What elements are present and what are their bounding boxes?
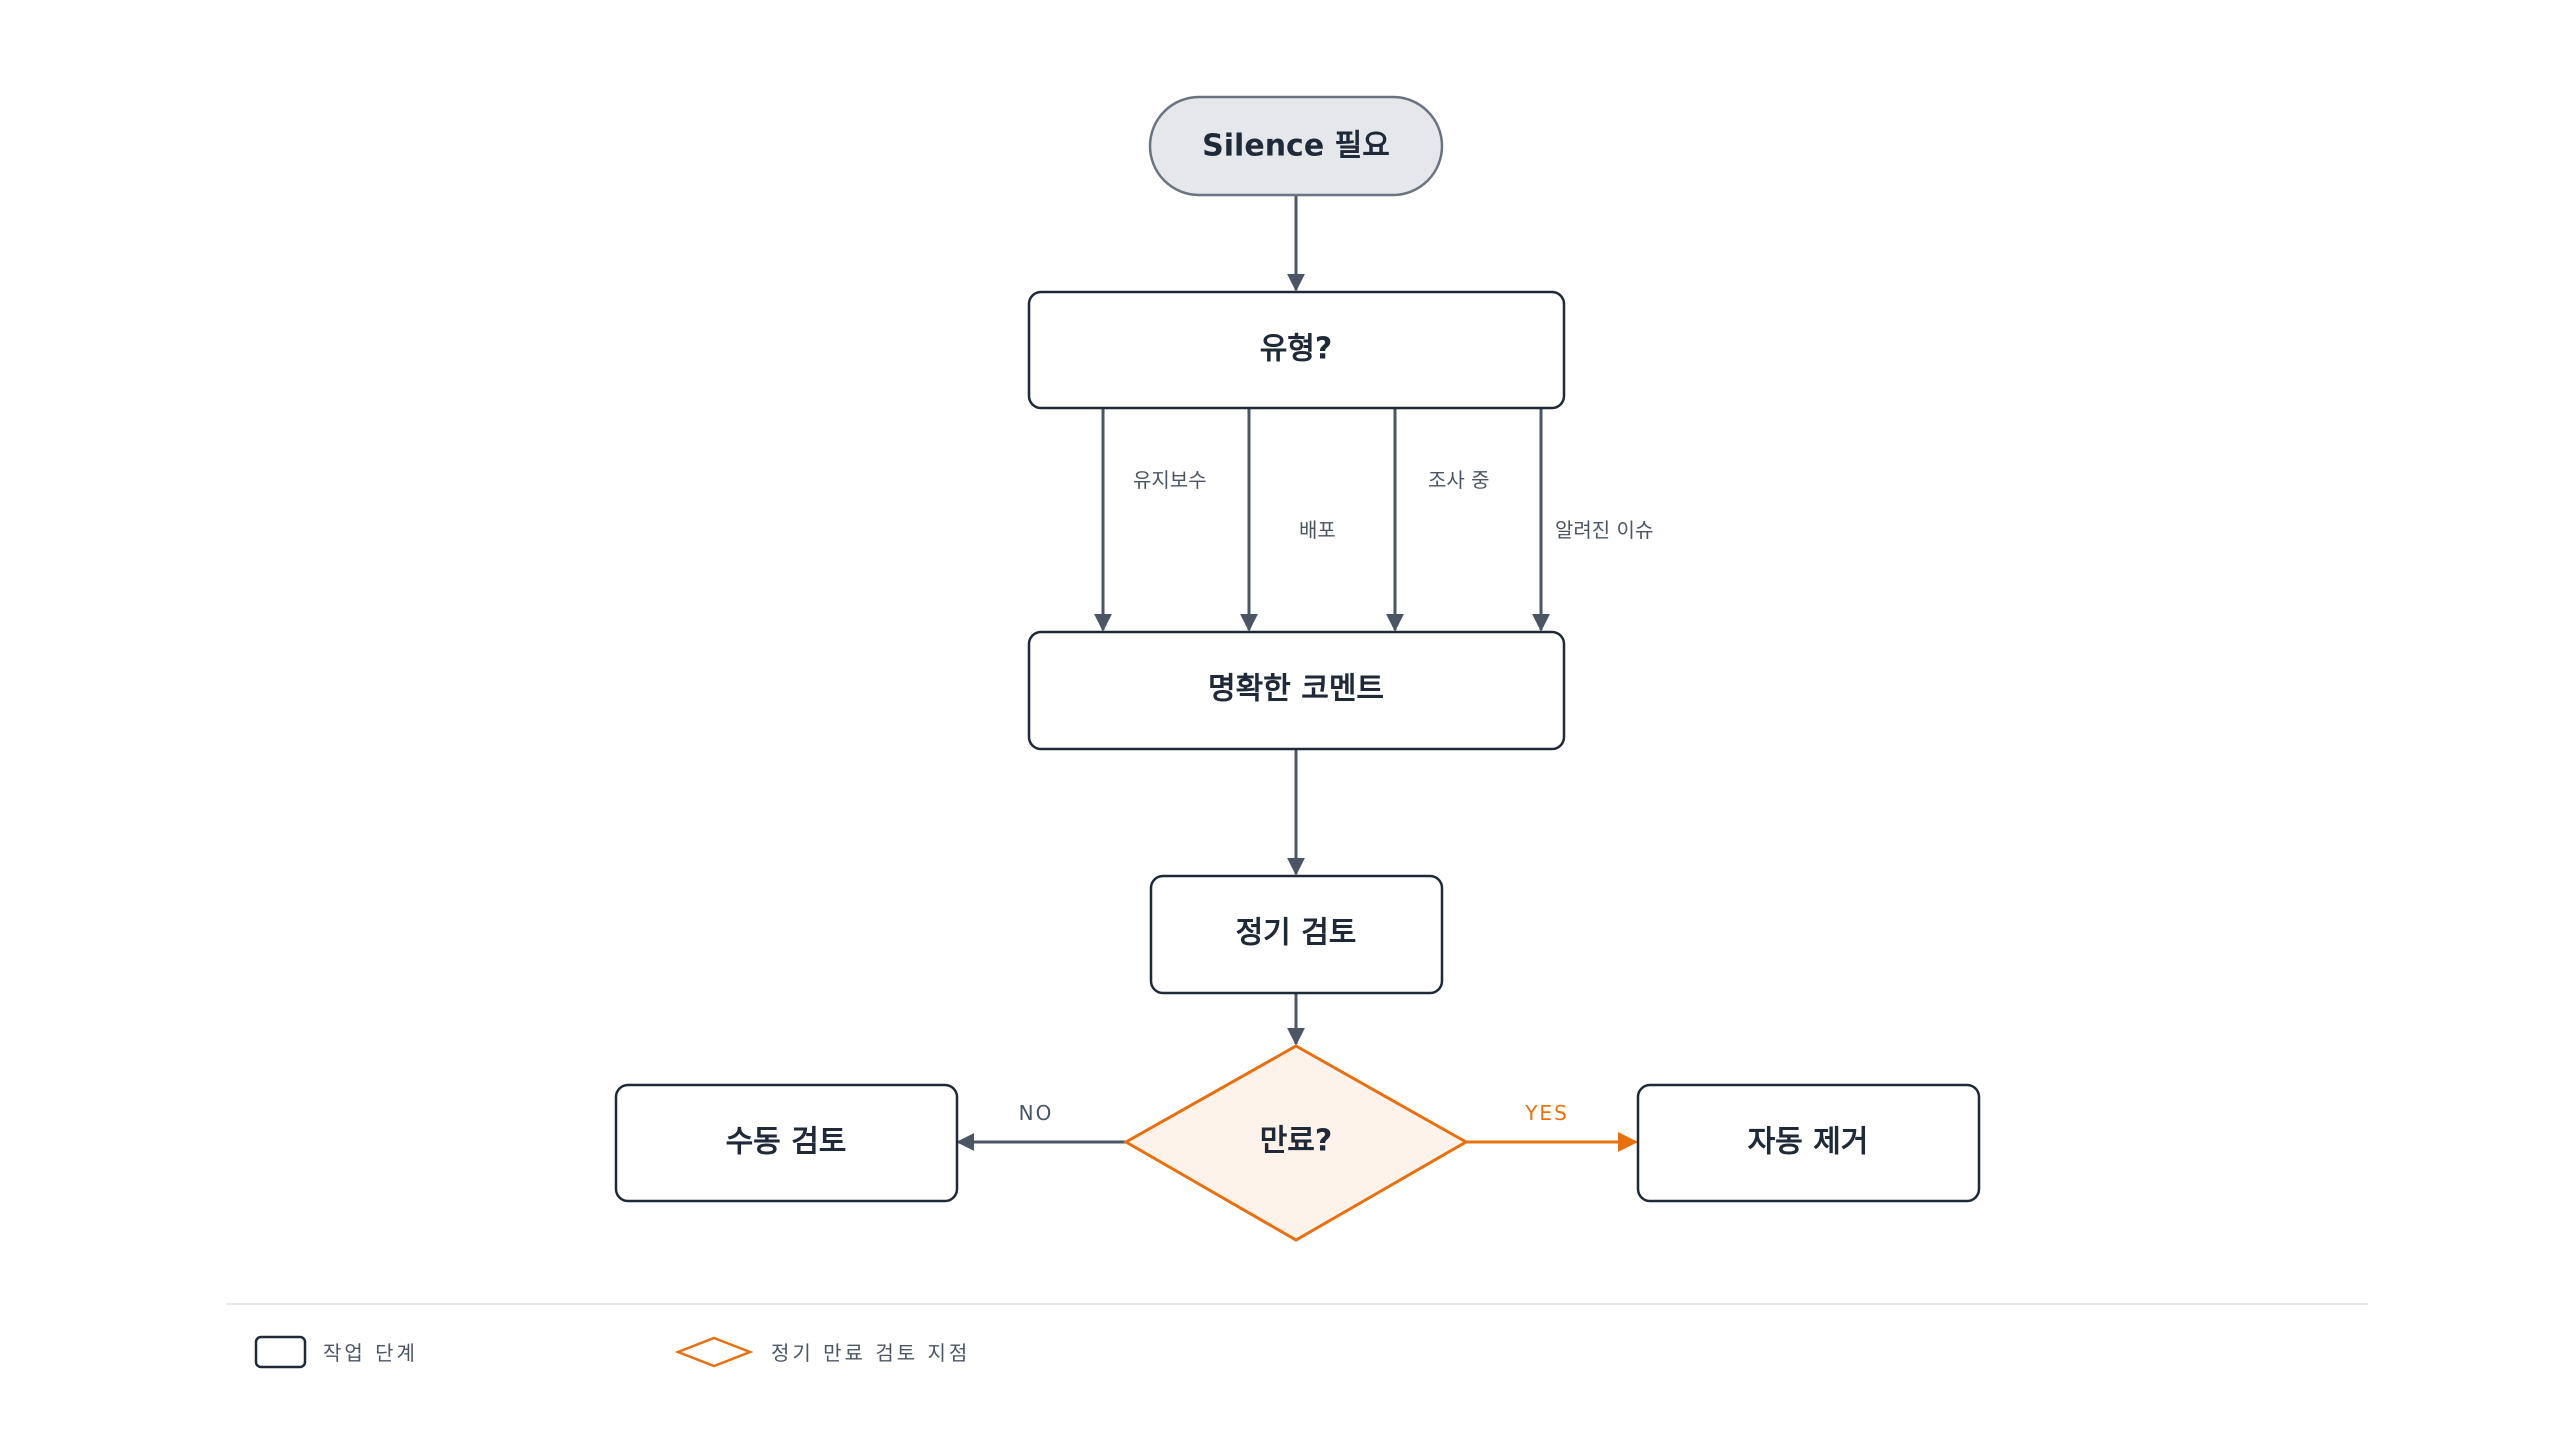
legend-diamond-swatch bbox=[674, 1336, 754, 1368]
edge-label-maintenance: 유지보수 bbox=[1133, 468, 1207, 492]
review-process-shape bbox=[1149, 874, 1444, 995]
legend-item-task-step: 작업 단계 bbox=[254, 1335, 418, 1369]
legend: 작업 단계 정기 만료 검토 지점 bbox=[254, 1335, 970, 1369]
edge-labels: 유지보수 배포 조사 중 알려진 이슈 NO YES bbox=[1019, 468, 1654, 1125]
edges bbox=[956, 196, 1638, 1152]
start-node: Silence 필요 bbox=[1148, 95, 1444, 197]
manual-review-node: 수동 검토 bbox=[614, 1083, 959, 1203]
start-terminal-shape bbox=[1148, 95, 1444, 197]
legend-item-review-point: 정기 만료 검토 지점 bbox=[674, 1336, 970, 1368]
comment-process-shape bbox=[1027, 630, 1566, 751]
periodic-review-node: 정기 검토 bbox=[1149, 874, 1444, 995]
clear-comment-node: 명확한 코멘트 bbox=[1027, 630, 1566, 751]
review-label: 정기 검토 bbox=[1236, 916, 1357, 951]
auto-remove-node: 자동 제거 bbox=[1636, 1083, 1981, 1203]
edge-label-deployment: 배포 bbox=[1299, 518, 1336, 542]
edge-label-investigating: 조사 중 bbox=[1428, 468, 1490, 492]
legend-review-point-label: 정기 만료 검토 지점 bbox=[771, 1341, 970, 1365]
expired-decision-node: 만료? bbox=[1122, 1044, 1470, 1242]
comment-label: 명확한 코멘트 bbox=[1208, 672, 1384, 707]
type-decision-node: 유형? bbox=[1027, 290, 1566, 410]
expired-label: 만료? bbox=[1260, 1124, 1333, 1159]
start-label: Silence 필요 bbox=[1202, 129, 1390, 164]
auto-label: 자동 제거 bbox=[1748, 1125, 1869, 1160]
edge-label-no: NO bbox=[1019, 1101, 1054, 1125]
auto-process-shape bbox=[1636, 1083, 1981, 1203]
edge-label-known-issue: 알려진 이슈 bbox=[1555, 518, 1653, 542]
manual-process-shape bbox=[614, 1083, 959, 1203]
type-label: 유형? bbox=[1260, 332, 1333, 367]
legend-task-step-label: 작업 단계 bbox=[323, 1341, 418, 1365]
edge-label-yes: YES bbox=[1524, 1101, 1569, 1125]
type-process-shape bbox=[1027, 290, 1566, 410]
manual-label: 수동 검토 bbox=[726, 1125, 847, 1160]
expired-diamond-shape bbox=[1122, 1044, 1470, 1242]
legend-process-swatch bbox=[254, 1335, 307, 1369]
